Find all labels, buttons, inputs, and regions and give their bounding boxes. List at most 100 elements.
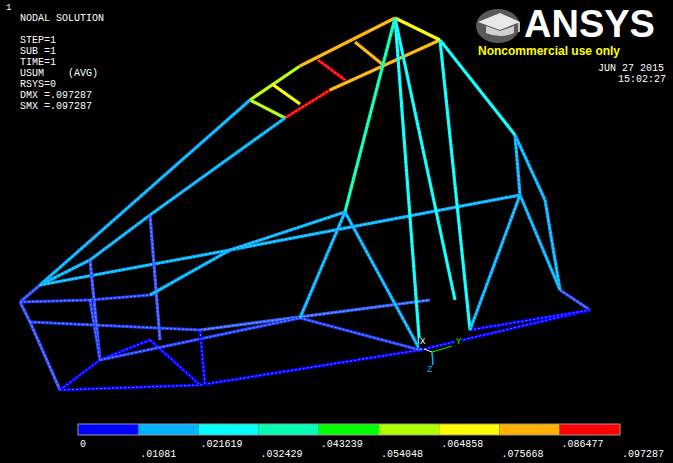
frame-member	[395, 18, 440, 40]
scale-value: .086477	[562, 439, 604, 450]
frame-member	[150, 118, 285, 215]
mesh-line	[420, 310, 590, 350]
mesh-line	[20, 285, 40, 302]
mesh-line	[60, 360, 100, 390]
mesh-line	[285, 90, 330, 118]
frame-member	[330, 40, 440, 90]
mesh-line	[20, 300, 90, 302]
frame-member	[285, 90, 330, 118]
frame-member	[200, 330, 205, 385]
scale-value: .075668	[501, 449, 543, 460]
mesh-line	[470, 310, 590, 330]
mesh-line	[318, 60, 345, 80]
ansys-logo	[476, 9, 520, 43]
window-number: 1	[6, 4, 11, 14]
frame-member	[300, 212, 345, 318]
mesh-line	[20, 302, 30, 322]
frame-member	[272, 84, 300, 104]
frame-member	[545, 200, 560, 290]
frame-member	[20, 302, 30, 322]
scale-value: .043239	[321, 439, 363, 450]
mesh-line	[470, 195, 520, 330]
frame-member	[300, 18, 395, 66]
mesh-line	[230, 212, 345, 250]
mesh-line	[560, 290, 590, 310]
mesh-line	[200, 350, 420, 385]
frame-member	[90, 215, 150, 260]
mesh-line	[440, 40, 470, 330]
mesh-line	[395, 18, 455, 300]
mesh-line	[90, 260, 100, 360]
mesh-line	[345, 212, 420, 350]
frame-member	[520, 195, 560, 290]
frame-member	[470, 310, 590, 330]
frame-member	[345, 212, 420, 350]
frame-member	[150, 215, 160, 340]
frame-member	[515, 135, 545, 200]
scale-value: .021619	[200, 439, 242, 450]
mesh-line	[150, 118, 285, 215]
frame-member	[230, 212, 345, 250]
color-bar	[78, 424, 620, 435]
scale-value: .064858	[441, 439, 483, 450]
frame-member	[395, 18, 455, 300]
mesh-line	[272, 84, 300, 104]
mesh-line	[515, 135, 545, 200]
mesh-line	[330, 40, 440, 90]
axis-label: X	[419, 338, 426, 348]
plot-title: NODAL SOLUTION	[20, 13, 104, 24]
frame-member	[90, 300, 100, 360]
watermark: Noncommercial use only	[478, 45, 620, 58]
scale-value: .01081	[140, 449, 176, 460]
mesh-line	[200, 330, 205, 385]
plot-info: STEP=1	[20, 35, 56, 46]
mesh-line	[30, 322, 60, 390]
plot-time: 15:02:27	[618, 74, 666, 85]
frame-member	[30, 322, 60, 390]
mesh-line	[395, 18, 440, 40]
axis-label: Z	[426, 366, 433, 376]
mesh-line	[90, 300, 100, 360]
mesh-line	[150, 250, 230, 295]
frame-member	[470, 195, 520, 330]
frame-member	[318, 60, 345, 80]
frame-member	[395, 18, 420, 350]
mesh-line	[395, 18, 420, 350]
mesh-line	[90, 215, 150, 260]
mesh-line	[300, 318, 420, 350]
mesh-line	[545, 200, 560, 290]
frame-member	[150, 250, 230, 295]
frame-member	[60, 385, 200, 390]
axis-triad	[424, 346, 452, 365]
plot-date: JUN 27 2015	[598, 63, 664, 74]
frame-member	[200, 350, 420, 385]
mesh-line	[60, 385, 200, 390]
scale-value: 0	[80, 439, 86, 450]
plot-info: SUB =1	[20, 46, 56, 57]
scale-value: .032429	[261, 449, 303, 460]
plot-info: RSYS=0	[20, 79, 56, 90]
axis-label: Y	[455, 338, 462, 348]
frame-member	[560, 290, 590, 310]
mesh-line	[345, 18, 395, 212]
frame-member	[355, 42, 382, 64]
frame-member	[230, 195, 520, 250]
frame-member	[420, 310, 590, 350]
mesh-line	[300, 212, 345, 318]
frame-member	[90, 295, 150, 300]
mesh-line	[90, 295, 150, 300]
frame-member	[440, 40, 470, 330]
mesh-line	[30, 322, 200, 330]
mesh-line	[150, 215, 160, 340]
scale-value: .097287	[622, 449, 664, 460]
mesh-line	[515, 135, 520, 195]
frame-member	[250, 66, 300, 100]
frame-member	[300, 318, 420, 350]
frame-member	[60, 360, 100, 390]
plot-info: USUM (AVG)	[20, 68, 98, 79]
mesh-line	[250, 100, 285, 118]
mesh-line	[355, 42, 382, 64]
logo-text: ANSYS	[524, 4, 655, 46]
frame-member	[20, 300, 90, 302]
